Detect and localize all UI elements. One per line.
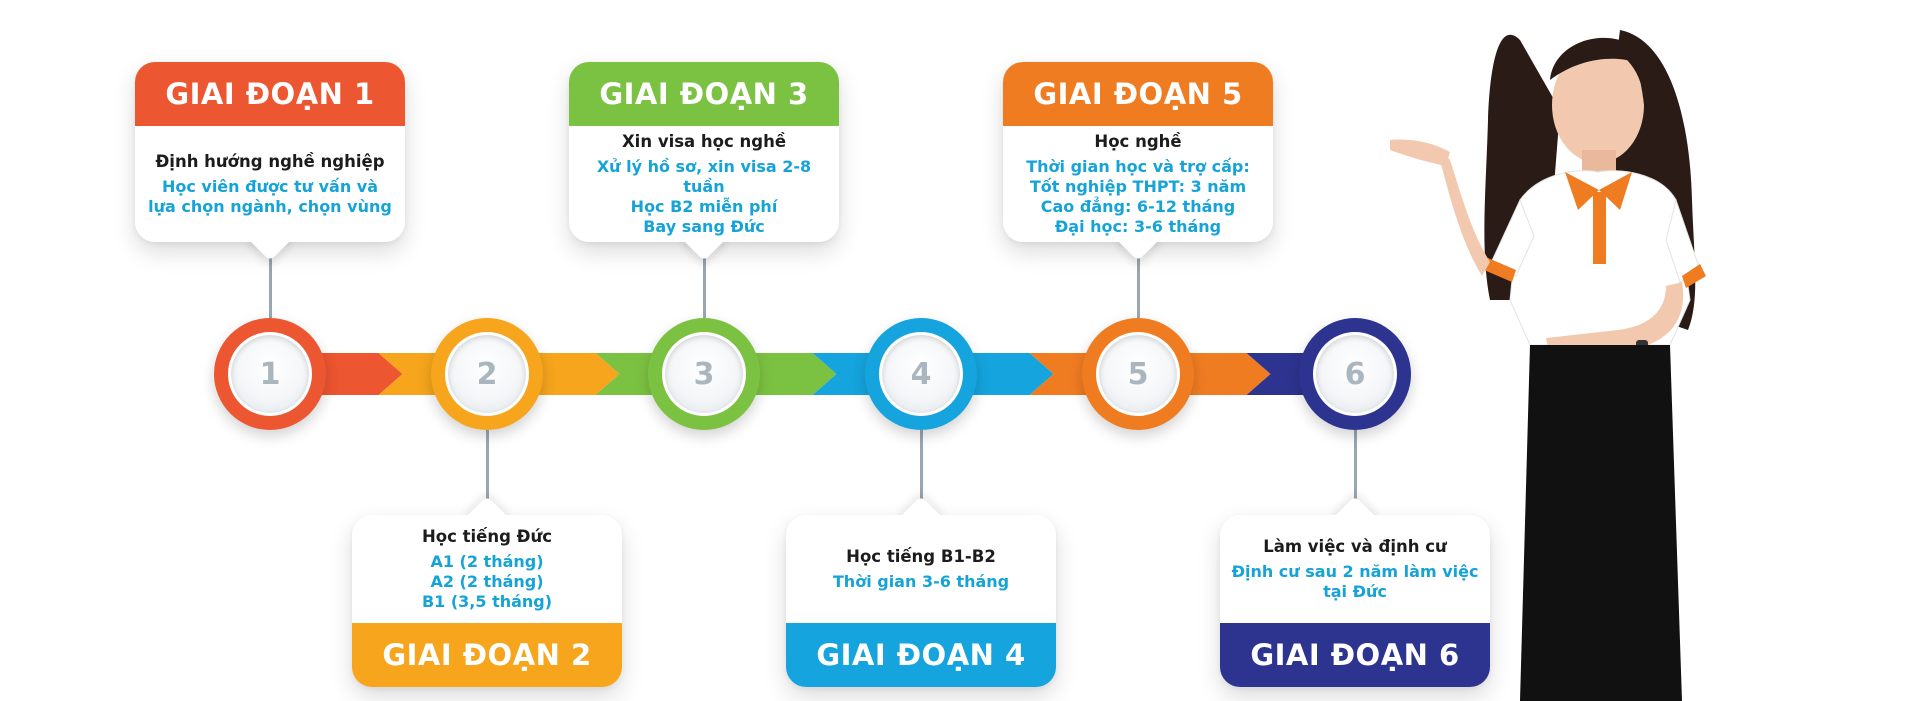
stage-number: 1 [228, 332, 312, 416]
connector-line-2 [486, 430, 489, 515]
stage-circle-5: 5 [1082, 318, 1194, 430]
stage-title: GIAI ĐOẠN 3 [569, 62, 839, 126]
stage-number: 6 [1313, 332, 1397, 416]
stage-title: GIAI ĐOẠN 2 [352, 623, 622, 687]
stage-title: GIAI ĐOẠN 4 [786, 623, 1056, 687]
stage-description-line: B1 (3,5 tháng) [421, 591, 553, 611]
timeline-arrow-1 [320, 353, 437, 395]
timeline-arrow-5 [1188, 353, 1305, 395]
stage-description-line: Đại học: 3-6 tháng [1054, 216, 1222, 236]
stage-circle-4: 4 [865, 318, 977, 430]
connector-line-4 [920, 430, 923, 515]
stage-description-line: Học viên được tư vấn và [161, 176, 379, 196]
stage-description-line: Thời gian 3-6 tháng [832, 571, 1010, 591]
stage-card-3: GIAI ĐOẠN 3 Xin visa học nghề Xử lý hồ sơ,… [569, 62, 839, 262]
presenter-illustration [1390, 30, 1706, 701]
timeline-arrow-2 [537, 353, 654, 395]
stage-body: Làm việc và định cư Định cư sau 2 năm làm… [1220, 515, 1490, 623]
timeline-arrow-4 [971, 353, 1088, 395]
stage-description-line: Định cư sau 2 năm làm việc [1231, 561, 1479, 581]
stage-circle-1: 1 [214, 318, 326, 430]
stage-circle-2: 2 [431, 318, 543, 430]
stage-card-6: Làm việc và định cư Định cư sau 2 năm làm… [1220, 495, 1490, 687]
stage-description-line: Xử lý hồ sơ, xin visa 2-8 tuần [596, 156, 812, 196]
stage-subtitle: Định hướng nghề nghiệp [155, 151, 385, 171]
stage-subtitle: Học nghề [1094, 131, 1182, 151]
stage-number: 2 [445, 332, 529, 416]
stage-subtitle: Xin visa học nghề [621, 131, 787, 151]
connector-line-6 [1354, 430, 1357, 515]
stage-description-line: A1 (2 tháng) [430, 551, 544, 571]
stage-number: 4 [879, 332, 963, 416]
stage-body: Xin visa học nghề Xử lý hồ sơ, xin visa 2… [569, 126, 839, 242]
timeline-arrow-3 [754, 353, 871, 395]
stage-description-line: tại Đức [1323, 581, 1387, 601]
connector-line-1 [269, 242, 272, 318]
stage-description-line: Thời gian học và trợ cấp: [1026, 156, 1250, 176]
connector-line-3 [703, 242, 706, 318]
connector-line-5 [1137, 242, 1140, 318]
stage-title: GIAI ĐOẠN 1 [135, 62, 405, 126]
stage-description-line: Tốt nghiệp THPT: 3 năm [1029, 176, 1247, 196]
stage-number: 3 [662, 332, 746, 416]
stage-card-2: Học tiếng Đức A1 (2 tháng)A2 (2 tháng)B1 … [352, 495, 622, 687]
stage-subtitle: Học tiếng Đức [421, 526, 553, 546]
stage-subtitle: Làm việc và định cư [1263, 536, 1447, 556]
stage-body: Học tiếng Đức A1 (2 tháng)A2 (2 tháng)B1 … [352, 515, 622, 623]
stage-description-line: Cao đẳng: 6-12 tháng [1040, 196, 1236, 216]
stage-description-line: Bay sang Đức [643, 216, 765, 236]
stage-title: GIAI ĐOẠN 5 [1003, 62, 1273, 126]
stage-title: GIAI ĐOẠN 6 [1220, 623, 1490, 687]
stage-subtitle: Học tiếng B1-B2 [846, 546, 996, 566]
stage-number: 5 [1096, 332, 1180, 416]
stage-description-line: lựa chọn ngành, chọn vùng [148, 196, 392, 216]
stage-description-line: A2 (2 tháng) [430, 571, 544, 591]
stage-description-line: Học B2 miễn phí [630, 196, 778, 216]
stage-circle-3: 3 [648, 318, 760, 430]
stage-circle-6: 6 [1299, 318, 1411, 430]
